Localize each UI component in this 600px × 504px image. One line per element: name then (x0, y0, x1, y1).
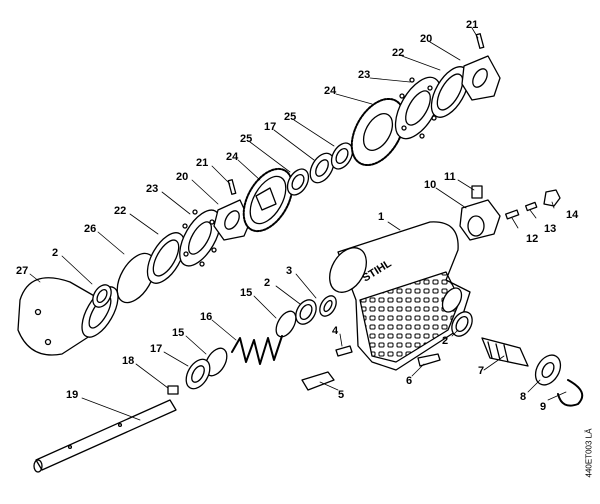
callout-11: 11 (444, 171, 456, 183)
part-spring-pin (505, 209, 520, 220)
part-bearing-lower (185, 358, 211, 390)
leader-lines (29, 27, 567, 421)
part-shaft-pin (167, 385, 179, 395)
callout-24-mid: 24 (226, 151, 239, 163)
part-spring (231, 335, 283, 365)
callout-1: 1 (378, 211, 384, 223)
callout-22-mid: 22 (114, 205, 126, 217)
part-clutch-right (461, 55, 501, 101)
part-pin-right (475, 33, 485, 49)
callout-20-top: 20 (420, 33, 432, 45)
callout-26: 26 (84, 223, 96, 235)
callout-16: 16 (200, 311, 212, 323)
part-needle-bearing-gear-right (330, 142, 354, 170)
callout-10: 10 (424, 179, 436, 191)
part-o-ring (116, 252, 156, 304)
part-bevel-gear-left (242, 167, 294, 233)
callout-24-top: 24 (324, 85, 337, 97)
part-washer-upper (275, 310, 297, 338)
callout-25-top: 25 (284, 111, 296, 123)
callout-23-top: 23 (358, 69, 370, 81)
part-plate (301, 371, 335, 391)
callout-25-mid: 25 (240, 133, 252, 145)
part-flange-right (394, 76, 442, 140)
part-screw-top (471, 185, 483, 199)
callout-13: 13 (544, 223, 556, 235)
callout-3: 3 (286, 265, 292, 277)
part-needle-bearing-right (451, 311, 473, 337)
part-gear-housing (329, 221, 471, 371)
reference-code: 440ET003 LÄ (582, 408, 596, 498)
callout-15-lower: 15 (172, 327, 184, 339)
callout-2-right: 2 (442, 335, 448, 347)
callout-17-top: 17 (264, 121, 276, 133)
part-needle-bearing-center (295, 299, 317, 325)
part-snap-ring (557, 379, 584, 407)
part-needle-bearing-gear-left (286, 168, 310, 196)
callout-5: 5 (338, 389, 344, 401)
part-pin-left (227, 179, 237, 195)
part-nut (543, 189, 561, 207)
callout-9: 9 (540, 401, 546, 413)
callout-6: 6 (406, 375, 412, 387)
part-bearing-upper (309, 152, 335, 184)
part-washer-small (319, 295, 337, 317)
part-pinion-shaft (481, 337, 529, 367)
callout-17-lower: 17 (150, 343, 162, 355)
part-clutch-left (213, 199, 251, 241)
callout-4: 4 (332, 325, 339, 337)
part-ball-bearing (534, 354, 562, 386)
part-flange-left (179, 209, 221, 267)
part-clamp-block (459, 199, 501, 241)
part-bevel-gear-right (350, 97, 406, 167)
callout-2-center: 2 (264, 277, 270, 289)
part-screw-small (335, 345, 353, 357)
callout-15-upper: 15 (240, 287, 252, 299)
callout-19: 19 (66, 389, 78, 401)
callout-14: 14 (566, 209, 579, 221)
callout-21-top: 21 (466, 19, 478, 31)
callout-20-mid: 20 (176, 171, 188, 183)
part-bolt (417, 353, 441, 367)
callout-8: 8 (520, 391, 526, 403)
callout-numbers: 21 20 22 23 24 25 17 25 24 21 20 23 22 2… (16, 19, 579, 413)
callout-18: 18 (122, 355, 134, 367)
part-seal-ring-left (146, 232, 186, 284)
part-needle-bearing-left (92, 284, 112, 308)
callout-23-mid: 23 (146, 183, 158, 195)
reference-code-text: 440ET003 LÄ (584, 428, 594, 478)
callout-12: 12 (526, 233, 538, 245)
part-drive-shaft (33, 399, 177, 473)
callout-22-top: 22 (392, 47, 404, 59)
callout-7: 7 (478, 365, 484, 377)
callout-21-mid: 21 (196, 157, 208, 169)
callout-27: 27 (16, 265, 28, 277)
callout-2-left: 2 (52, 247, 58, 259)
part-dowel (524, 201, 538, 212)
